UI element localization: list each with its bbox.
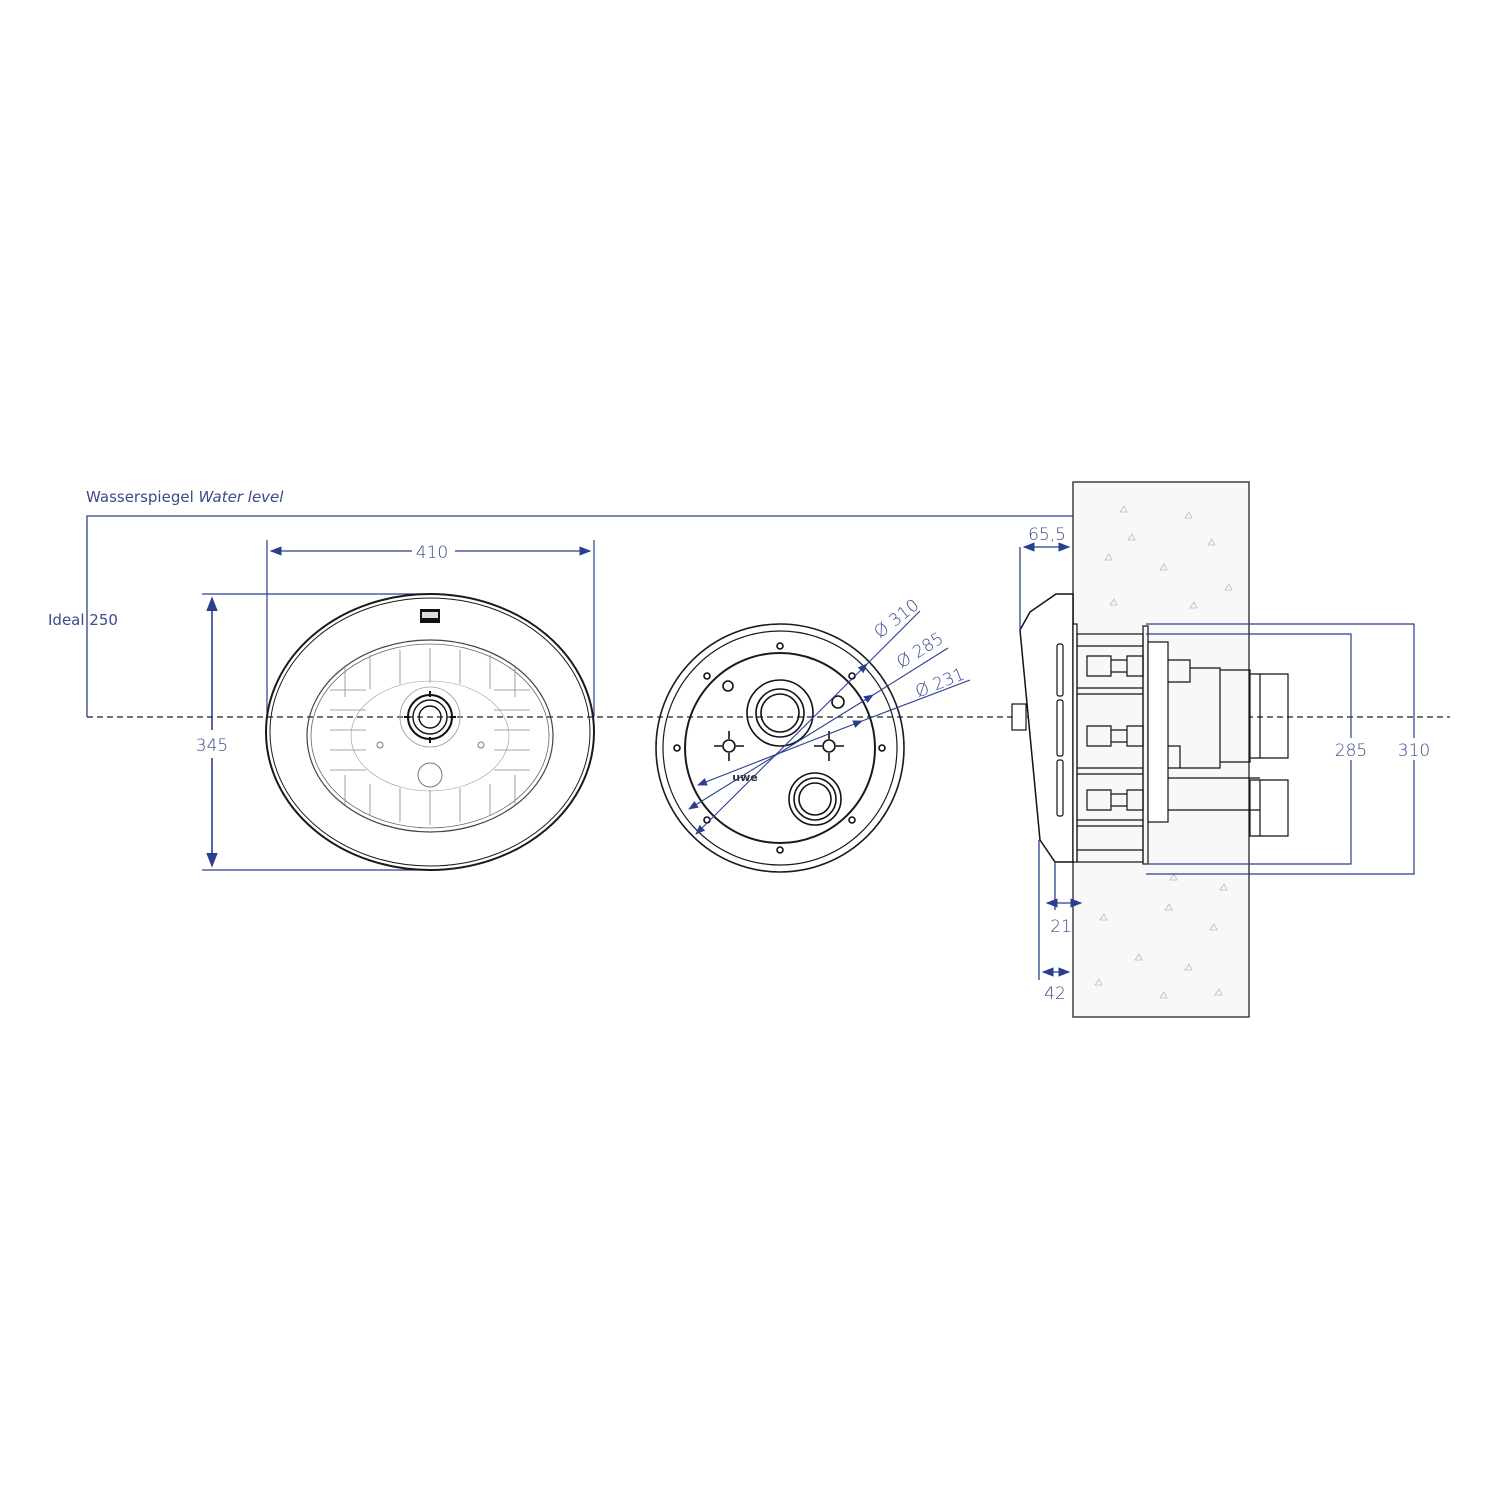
diameter-285-label: Ø 285 [893,629,947,673]
height-285-label: 285 [1335,741,1367,761]
water-level-label: Wasserspiegel Water level [86,488,284,506]
diameter-231-label: Ø 231 [913,664,968,702]
depth-21-label: 21 [1050,917,1072,937]
grille-slots [330,648,530,825]
brand-logo: uwe [732,771,757,784]
ideal-depth-label: Ideal 250 [48,611,118,629]
depth-65-label: 65,5 [1028,525,1066,545]
diameter-310-label: Ø 310 [871,595,924,642]
rear-view: uwe Ø 310 Ø 285 Ø 231 [655,595,971,873]
height-dimension: 345 [196,736,228,756]
front-view: 410 345 [196,540,595,871]
concrete-hatching [1094,505,1233,999]
width-dimension: 410 [416,543,448,563]
side-view: 285 310 65,5 21 42 [1011,481,1436,1018]
depth-42-label: 42 [1044,984,1066,1004]
height-310-label: 310 [1398,741,1430,761]
